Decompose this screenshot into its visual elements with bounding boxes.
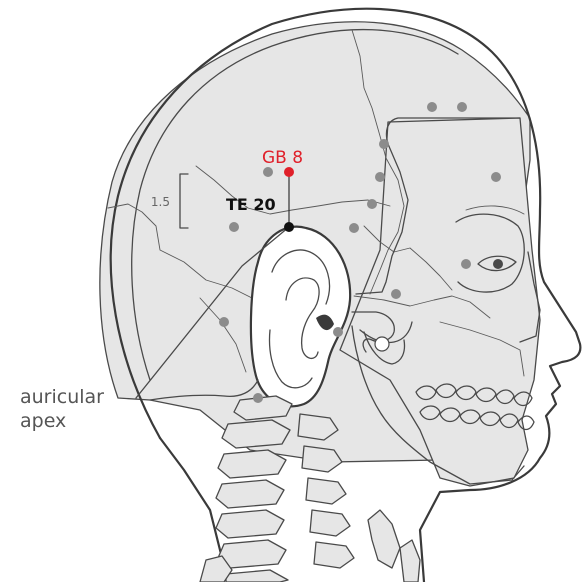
callout-apex: apex <box>20 410 66 432</box>
measurement-label: 1.5 <box>151 195 170 209</box>
callout-auricular: auricular <box>20 386 104 408</box>
te20-label: TE 20 <box>226 195 276 214</box>
eye-pupil <box>493 259 503 269</box>
gb8-point <box>284 167 294 177</box>
gb8-label: GB 8 <box>262 148 303 168</box>
te20-point <box>284 222 294 232</box>
mandibular-condyle <box>375 337 389 351</box>
